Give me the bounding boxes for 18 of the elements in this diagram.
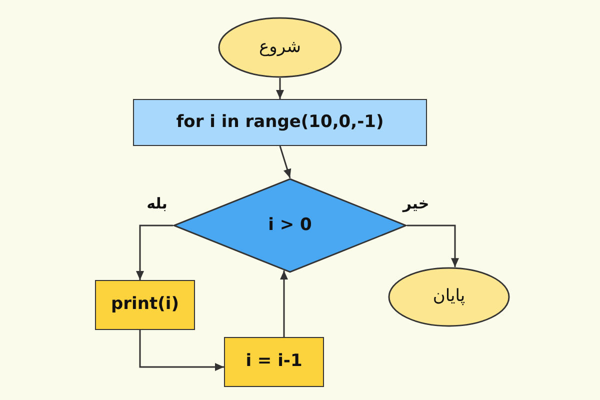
arrow — [407, 224, 459, 268]
arrow — [276, 78, 284, 99]
node-text: for i in range(10,0,-1) — [176, 110, 384, 134]
arrow — [139, 330, 224, 371]
process-box — [224, 337, 324, 387]
node-text: شروع — [259, 36, 301, 59]
node-text: i = i-1 — [246, 350, 302, 374]
node-text: print(i) — [111, 293, 179, 316]
arrow — [136, 224, 173, 280]
node-text: پایان — [432, 285, 466, 308]
start-terminal — [218, 17, 342, 78]
loop-box — [133, 99, 427, 146]
edge-label: بله — [144, 196, 170, 212]
process-box — [95, 280, 195, 330]
end-terminal — [388, 267, 510, 327]
node-text: i > 0 — [268, 214, 312, 237]
arrow — [280, 270, 288, 337]
arrow — [279, 146, 292, 178]
